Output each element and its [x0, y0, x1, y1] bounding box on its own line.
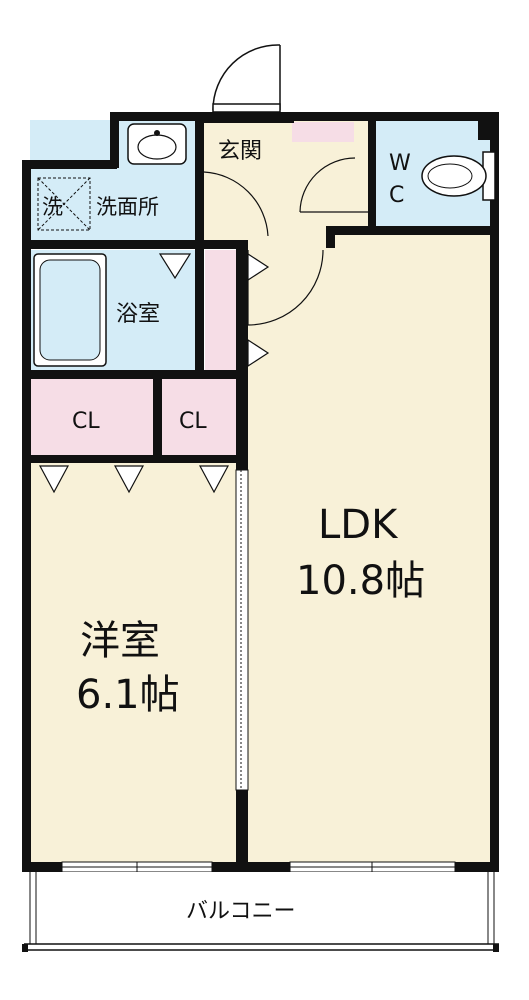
toilet-icon — [421, 151, 496, 201]
entrance-label: 玄関 — [218, 139, 262, 164]
bathtub-icon — [33, 253, 107, 367]
closet-right-label: CL — [179, 409, 207, 434]
balcony — [22, 872, 499, 952]
walls — [22, 112, 499, 872]
closet-door-markers — [38, 252, 270, 494]
wc-label-c: C — [389, 183, 404, 208]
sliding-door — [235, 469, 249, 791]
front-door — [212, 44, 281, 113]
washer-space — [37, 177, 91, 231]
washroom-label: 洗面所 — [96, 195, 159, 219]
wc-label-w: W — [389, 151, 411, 176]
balcony-label: バルコニー — [186, 899, 296, 924]
western-room-label: 洋室 — [80, 618, 160, 664]
western-room-size-label: 6.1帖 — [76, 672, 180, 718]
closet-right-floor — [162, 378, 240, 462]
ldk-floor — [243, 235, 499, 862]
washer-mark-label: 洗 — [42, 195, 63, 219]
genkan-mat — [292, 122, 354, 142]
washbasin-icon — [127, 123, 187, 165]
ldk-label: LDK — [318, 502, 399, 548]
western-room-floor — [30, 462, 242, 862]
closet-left-label: CL — [72, 409, 100, 434]
closet-left-floor — [30, 378, 155, 462]
ldk-size-label: 10.8帖 — [296, 558, 425, 604]
bathroom-label: 浴室 — [116, 302, 160, 327]
